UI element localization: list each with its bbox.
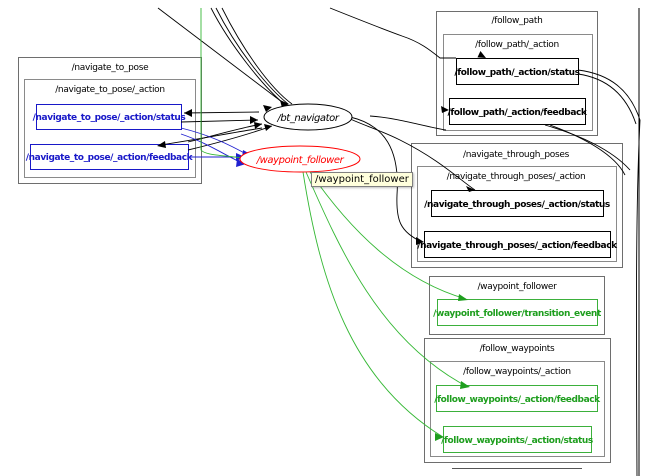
svg-text:/bt_navigator: /bt_navigator — [276, 113, 340, 124]
edge — [210, 7, 285, 105]
arrow — [264, 124, 272, 131]
svg-text:/follow_waypoints/_action/feed: /follow_waypoints/_action/feedback — [434, 395, 601, 405]
arrow — [184, 109, 192, 117]
cluster-label-navigate-to-pose: /navigate_to_pose — [72, 63, 150, 73]
topic-follow-path-status[interactable]: /follow_path/_action/status — [454, 58, 580, 85]
edge — [577, 69, 641, 121]
arrow — [460, 381, 470, 389]
topic-navigate-through-poses-status[interactable]: /navigate_through_poses/_action/status — [424, 190, 610, 217]
edge — [183, 111, 260, 114]
svg-text:/navigate_through_poses/_actio: /navigate_through_poses/_action/status — [424, 200, 610, 210]
edge — [349, 116, 423, 243]
arrow — [477, 50, 486, 58]
edges-green — [200, 8, 467, 438]
svg-text:/follow_path/_action/feedback: /follow_path/_action/feedback — [447, 108, 587, 118]
cluster-label-follow-waypoints: /follow_waypoints — [480, 344, 555, 354]
arrow — [416, 237, 424, 245]
edge — [549, 124, 626, 176]
edge — [309, 171, 467, 300]
arrow — [236, 159, 246, 167]
arrow — [441, 106, 449, 113]
edge — [159, 127, 263, 146]
topic-navigate-to-pose-status[interactable]: /navigate_to_pose/_action/status — [33, 104, 186, 130]
edge — [329, 7, 456, 59]
edge — [302, 171, 444, 438]
edge — [369, 115, 447, 131]
edges-black — [157, 7, 641, 243]
svg-text:/navigate_to_pose/_action/feed: /navigate_to_pose/_action/feedback — [26, 153, 194, 163]
edge — [544, 124, 631, 171]
edge — [345, 116, 476, 191]
topic-waypoint-follower-transition-event[interactable]: /waypoint_follower/transition_event — [433, 299, 602, 326]
arrow — [254, 122, 262, 129]
edge — [221, 7, 293, 105]
tooltip: /waypoint_follower — [311, 172, 413, 187]
node-waypoint-follower[interactable]: /waypoint_follower — [239, 145, 361, 173]
node-bt-navigator[interactable]: /bt_navigator — [263, 103, 353, 131]
edge-vertical-right-2 — [635, 119, 641, 476]
cluster-navigate-through-poses: /navigate_through_poses /navigate_throug… — [411, 143, 623, 268]
edge — [157, 7, 283, 103]
topic-follow-path-feedback[interactable]: /follow_path/_action/feedback — [447, 98, 588, 125]
svg-text:/waypoint_follower: /waypoint_follower — [256, 155, 345, 166]
cluster-label-follow-path: /follow_path — [492, 16, 543, 26]
edge — [305, 171, 467, 387]
cluster-label-follow-waypoints-action: /follow_waypoints/_action — [463, 367, 571, 377]
cluster-label-waypoint-follower: /waypoint_follower — [477, 282, 557, 292]
topic-navigate-through-poses-feedback[interactable]: /navigate_through_poses/_action/feedback — [417, 231, 619, 258]
cluster-waypoint-follower: /waypoint_follower — [429, 276, 605, 335]
cluster-label-follow-path-action: /follow_path/_action — [475, 40, 559, 50]
arrow — [458, 294, 468, 301]
svg-text:/navigate_to_pose/_action/stat: /navigate_to_pose/_action/status — [33, 113, 186, 123]
topic-follow-waypoints-feedback[interactable]: /follow_waypoints/_action/feedback — [434, 385, 602, 412]
cluster-follow-path: /follow_path /follow_path/_action — [436, 11, 598, 136]
edge — [577, 73, 637, 125]
arrow — [157, 141, 166, 148]
edge — [215, 7, 289, 105]
svg-text:/follow_path/_action/status: /follow_path/_action/status — [454, 68, 579, 78]
cluster-follow-waypoints: /follow_waypoints /follow_waypoints/_act… — [424, 338, 611, 463]
svg-text:/navigate_through_poses/_actio: /navigate_through_poses/_action/feedback — [417, 241, 618, 251]
topic-navigate-to-pose-feedback[interactable]: /navigate_to_pose/_action/feedback — [26, 144, 194, 170]
arrow — [466, 186, 475, 192]
cluster-label-navigate-through-poses-action: /navigate_through_poses/_action — [447, 172, 586, 182]
svg-text:/waypoint_follower/transition_: /waypoint_follower/transition_event — [433, 309, 602, 319]
arrow — [263, 105, 272, 112]
edge — [200, 8, 243, 159]
topic-follow-waypoints-status[interactable]: /follow_waypoints/_action/status — [441, 426, 593, 453]
arrowheads-green — [435, 294, 470, 441]
cluster-label-navigate-through-poses: /navigate_through_poses — [463, 150, 570, 160]
arrow — [250, 116, 258, 124]
cluster-navigate-to-pose: /navigate_to_pose /navigate_to_pose/_act… — [18, 57, 202, 184]
svg-text:/follow_waypoints/_action/stat: /follow_waypoints/_action/status — [441, 436, 593, 446]
arrow — [435, 433, 444, 441]
cluster-label-navigate-to-pose-action: /navigate_to_pose/_action — [55, 85, 165, 95]
edge — [180, 119, 259, 123]
